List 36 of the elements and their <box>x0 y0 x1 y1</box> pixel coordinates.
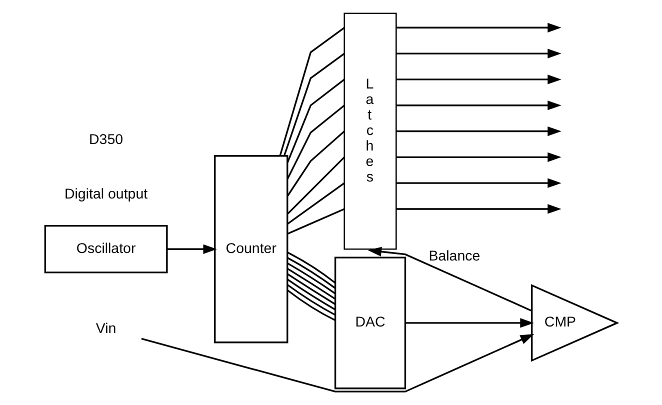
edge-label: Balance <box>428 248 480 265</box>
connector <box>286 273 336 305</box>
arrow <box>396 178 562 188</box>
connector <box>286 78 345 163</box>
connector <box>287 156 345 214</box>
node-text: Vin <box>96 321 116 338</box>
node-box: DAC <box>334 256 406 390</box>
connector <box>286 278 336 310</box>
connector <box>283 52 345 156</box>
arrow <box>396 152 562 162</box>
label: D350 <box>89 132 124 148</box>
connector <box>286 104 345 180</box>
connector <box>287 208 345 234</box>
connector <box>287 252 336 284</box>
connector <box>279 26 345 156</box>
arrow <box>166 244 217 254</box>
node-box: Oscillator <box>44 224 168 274</box>
node-box: Counter <box>214 155 288 344</box>
arrow <box>396 74 562 84</box>
connector <box>286 257 336 289</box>
label: Digital output <box>64 186 148 202</box>
connector <box>286 130 345 196</box>
arrow <box>406 318 534 328</box>
connector <box>286 262 336 294</box>
connector <box>286 289 336 322</box>
connector <box>286 268 336 300</box>
connector <box>286 284 336 316</box>
arrow <box>368 246 532 312</box>
arrow <box>396 22 562 32</box>
arrow <box>141 334 534 392</box>
connector <box>287 182 345 224</box>
arrow <box>396 100 562 110</box>
node-box: Latches <box>344 12 397 250</box>
arrow <box>396 126 562 136</box>
arrow <box>396 204 562 214</box>
arrow <box>396 48 562 58</box>
